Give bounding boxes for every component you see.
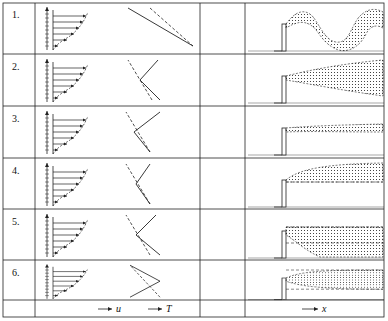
row-number: 2. bbox=[12, 62, 20, 72]
row-number: 6. bbox=[12, 268, 20, 278]
looping-row bbox=[45, 7, 384, 51]
row-number: 1. bbox=[12, 10, 20, 20]
fanning-row bbox=[45, 111, 384, 155]
row-number: 4. bbox=[12, 166, 20, 176]
axis-arrows bbox=[98, 309, 318, 310]
axis-label: u bbox=[116, 304, 121, 314]
row-number: 3. bbox=[12, 114, 20, 124]
fumigation-row bbox=[45, 214, 384, 258]
trapping-row bbox=[45, 264, 384, 299]
coning-row bbox=[45, 59, 384, 103]
row-number: 5. bbox=[12, 217, 20, 227]
lofting-row bbox=[45, 163, 384, 207]
axis-label: T bbox=[166, 304, 172, 314]
axis-label: x bbox=[322, 304, 326, 314]
table-grid bbox=[3, 3, 384, 317]
